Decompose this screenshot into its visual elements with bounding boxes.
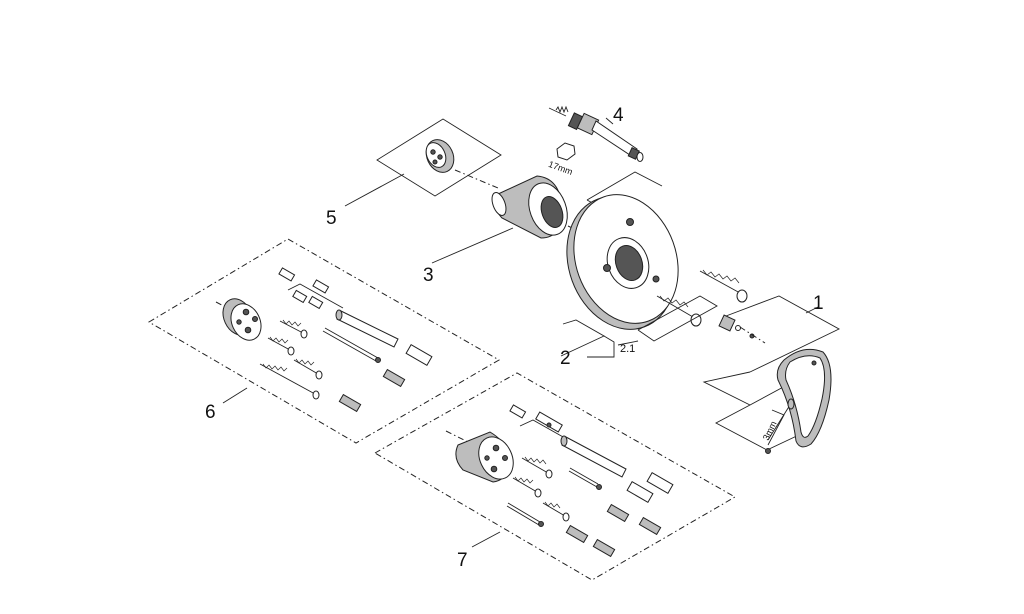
part-5-cap <box>425 139 455 173</box>
part-6-screw-1 <box>279 319 308 339</box>
part-1-group: 1 3mm <box>702 293 840 454</box>
part-3-group: 3 <box>423 175 568 286</box>
part-7-rod-1 <box>560 435 627 478</box>
part-7-frame <box>373 372 737 581</box>
part-7-plug-2 <box>626 471 674 504</box>
part-2-bracket-upper <box>586 171 663 201</box>
part-5-leader <box>344 173 405 207</box>
part-7-plug-3 <box>606 503 662 536</box>
part-6-plug-2 <box>405 343 433 367</box>
part-6-label: 6 <box>205 402 216 423</box>
allen-key-icon <box>767 409 785 446</box>
part-7-screw-2 <box>512 476 542 498</box>
main-assembly-axis <box>454 169 499 189</box>
part-2-bracket-side <box>587 335 615 358</box>
part-2-escutcheon <box>566 194 679 330</box>
part-6-group: 6 <box>148 238 501 444</box>
part-2-1-leader <box>617 340 639 346</box>
part-7-screw-3 <box>542 501 570 522</box>
part-6-plug-4 <box>338 393 362 413</box>
part-2-1-screw <box>656 295 702 327</box>
part-1-label: 1 <box>813 293 824 314</box>
part-1-setscrew <box>765 398 795 454</box>
part-7-plug-4 <box>565 524 616 558</box>
part-4-label: 4 <box>613 105 624 126</box>
part-1-leader <box>805 306 819 314</box>
part-5-frame <box>376 118 502 197</box>
part-2-group: 2 2.1 <box>560 194 748 369</box>
part-7-cartridge-body <box>455 431 514 483</box>
part-7-plug-1 <box>509 404 563 433</box>
part-2-bracket <box>560 319 605 357</box>
part-6-leader <box>222 387 248 404</box>
part-2-screw-long <box>699 269 748 303</box>
part-6-plug-3 <box>382 368 406 388</box>
part-2-label: 2 <box>560 348 571 369</box>
part-1-lever <box>776 348 832 448</box>
part-7-group: 7 <box>373 372 737 581</box>
part-6-frame <box>148 238 501 444</box>
part-2-1-label: 2.1 <box>620 343 635 355</box>
part-5-group: 5 <box>326 118 502 229</box>
part-7-screw-4 <box>506 502 544 527</box>
part-1-bracket-lower <box>715 404 821 451</box>
part-7-rod-2 <box>568 467 602 490</box>
part-1-adapter <box>718 314 766 344</box>
part-7-screw-1 <box>521 456 553 479</box>
part-4-cartridge <box>548 105 644 162</box>
part-7-label: 7 <box>457 550 468 571</box>
part-3-label: 3 <box>423 265 434 286</box>
part-6-screw-3 <box>293 358 323 380</box>
part-2-1-bracket <box>637 295 718 342</box>
part-7-leader <box>471 531 501 548</box>
part-5-label: 5 <box>326 208 337 229</box>
part-6-screw-2 <box>267 336 295 356</box>
part-6-screw-4 <box>259 363 320 400</box>
part-6-rod-2 <box>322 327 381 363</box>
part-3-sleeve <box>491 175 568 239</box>
part-1-bracket-upper <box>725 295 840 373</box>
part-3-leader <box>431 227 514 264</box>
part-1-bracket-mid <box>702 371 801 406</box>
part-4-group: 17mm 4 <box>547 105 644 177</box>
part-6-rod-1 <box>335 309 399 348</box>
part-6-cartridge-body <box>222 298 262 341</box>
part-4-leader <box>605 117 614 125</box>
part-6-plug-1 <box>278 267 330 310</box>
hex-wrench-icon <box>556 142 576 161</box>
wrench-size-label: 17mm <box>547 159 574 177</box>
